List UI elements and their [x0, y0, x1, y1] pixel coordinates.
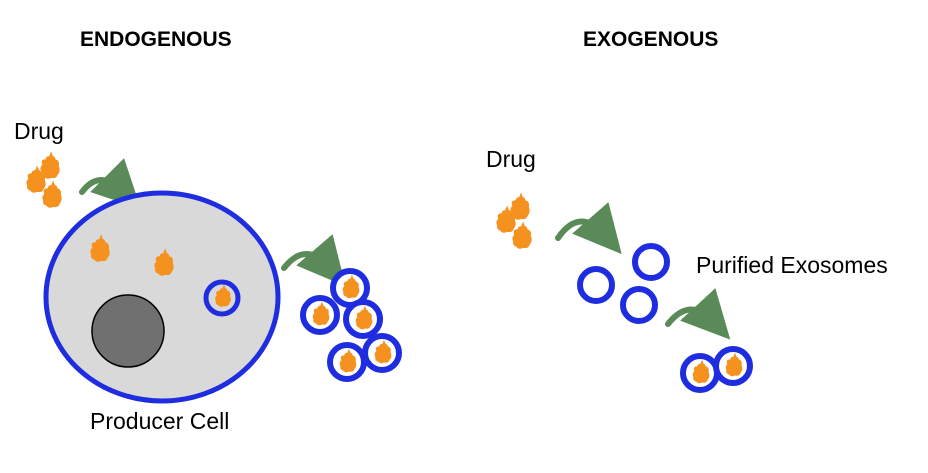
loaded-exosome-cluster-right [680, 346, 753, 393]
curved-arrow-icon [665, 288, 731, 340]
purified-exosomes-label: Purified Exosomes [696, 252, 888, 278]
drug-label-left: Drug [14, 118, 64, 144]
endogenous-heading: ENDOGENOUS [80, 28, 232, 51]
curved-arrow-icon [79, 158, 141, 209]
purified-exosomes [577, 243, 670, 324]
curved-arrow-icon [555, 202, 622, 255]
producer-cell [43, 190, 281, 404]
exogenous-heading: EXOGENOUS [583, 28, 719, 51]
nucleus [91, 294, 165, 368]
curved-arrow-icon [281, 234, 346, 287]
loaded-exosome-cluster-left [300, 268, 402, 382]
drug-cluster-right [496, 192, 532, 249]
producer-cell-label: Producer Cell [90, 408, 230, 434]
drug-cluster-left [26, 151, 62, 208]
drug-label-right: Drug [486, 146, 536, 172]
